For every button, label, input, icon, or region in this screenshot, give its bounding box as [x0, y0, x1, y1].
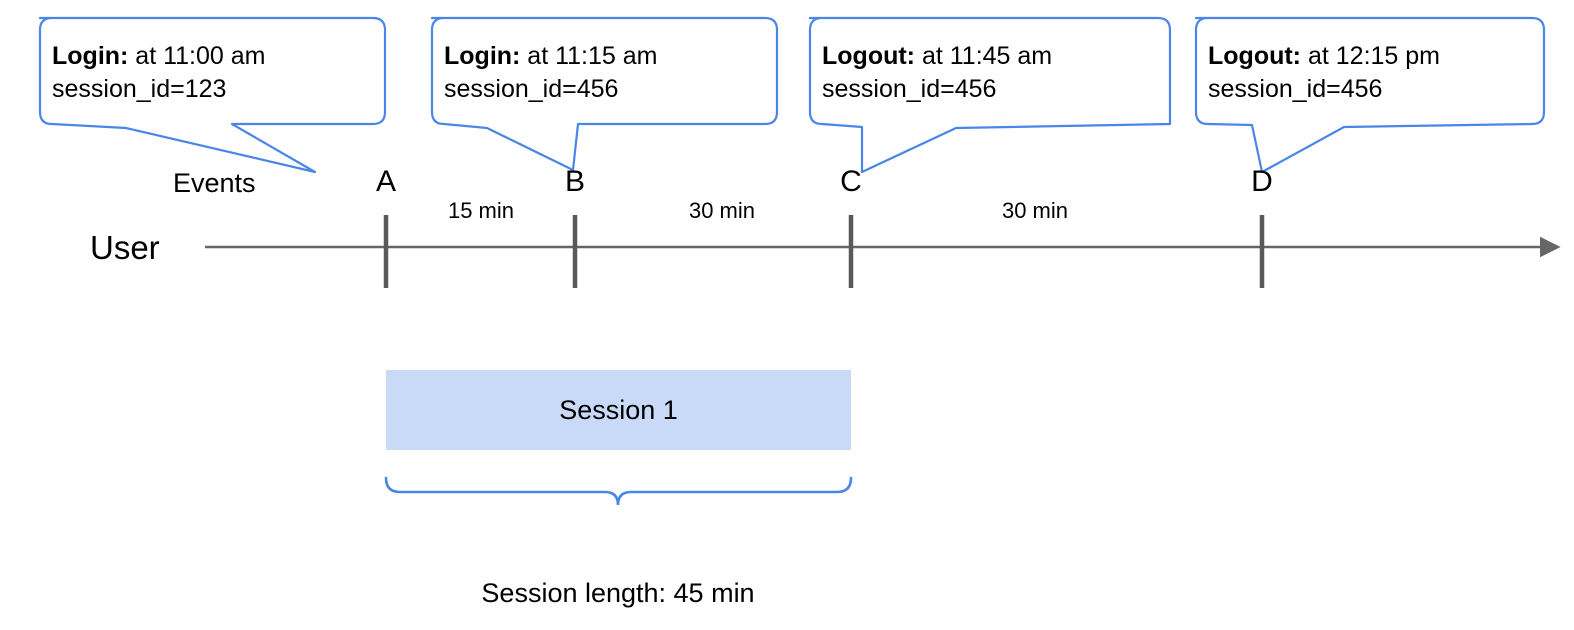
callout-text-d: Logout: at 12:15 pm session_id=456 — [1208, 40, 1440, 106]
session-bar-label: Session 1 — [559, 394, 678, 425]
callout-bubble-a — [38, 16, 387, 174]
callout-c-detail: session_id=456 — [822, 75, 997, 103]
session-length-caption: Session length: 45 min — [481, 578, 755, 608]
callout-d-lead: Logout: — [1208, 42, 1302, 70]
marker-label-b: B — [564, 165, 586, 198]
callout-text-a: Login: at 11:00 am session_id=123 — [52, 40, 265, 106]
interval-label-cd: 30 min — [1001, 198, 1069, 223]
events-lane-label: Events — [173, 168, 256, 198]
callout-c-time: at 11:45 am — [915, 42, 1053, 70]
callout-d-time: at 12:15 pm — [1301, 42, 1440, 70]
session-bar[interactable]: Session 1 — [386, 370, 851, 450]
marker-label-c: C — [840, 165, 862, 198]
user-lane-label: User — [90, 229, 160, 266]
callout-bubble-c — [808, 16, 1172, 174]
callout-text-b: Login: at 11:15 am session_id=456 — [444, 40, 657, 106]
callout-b-detail: session_id=456 — [444, 75, 619, 103]
callout-d-detail: session_id=456 — [1208, 75, 1383, 103]
callout-c-lead: Logout: — [822, 42, 916, 70]
session-brace — [384, 476, 853, 506]
marker-label-a: A — [375, 165, 397, 198]
callout-b-time: at 11:15 am — [520, 42, 658, 70]
interval-label-ab: 15 min — [447, 198, 515, 223]
callout-b-lead: Login: — [444, 42, 521, 70]
callout-bubble-b — [430, 16, 779, 172]
callout-bubble-d — [1194, 16, 1546, 174]
marker-label-d: D — [1251, 165, 1273, 198]
callout-text-c: Logout: at 11:45 am session_id=456 — [822, 40, 1052, 106]
callout-a-detail: session_id=123 — [52, 75, 227, 103]
callout-a-time: at 11:00 am — [128, 42, 266, 70]
callout-a-lead: Login: — [52, 42, 129, 70]
interval-label-bc: 30 min — [688, 198, 756, 223]
